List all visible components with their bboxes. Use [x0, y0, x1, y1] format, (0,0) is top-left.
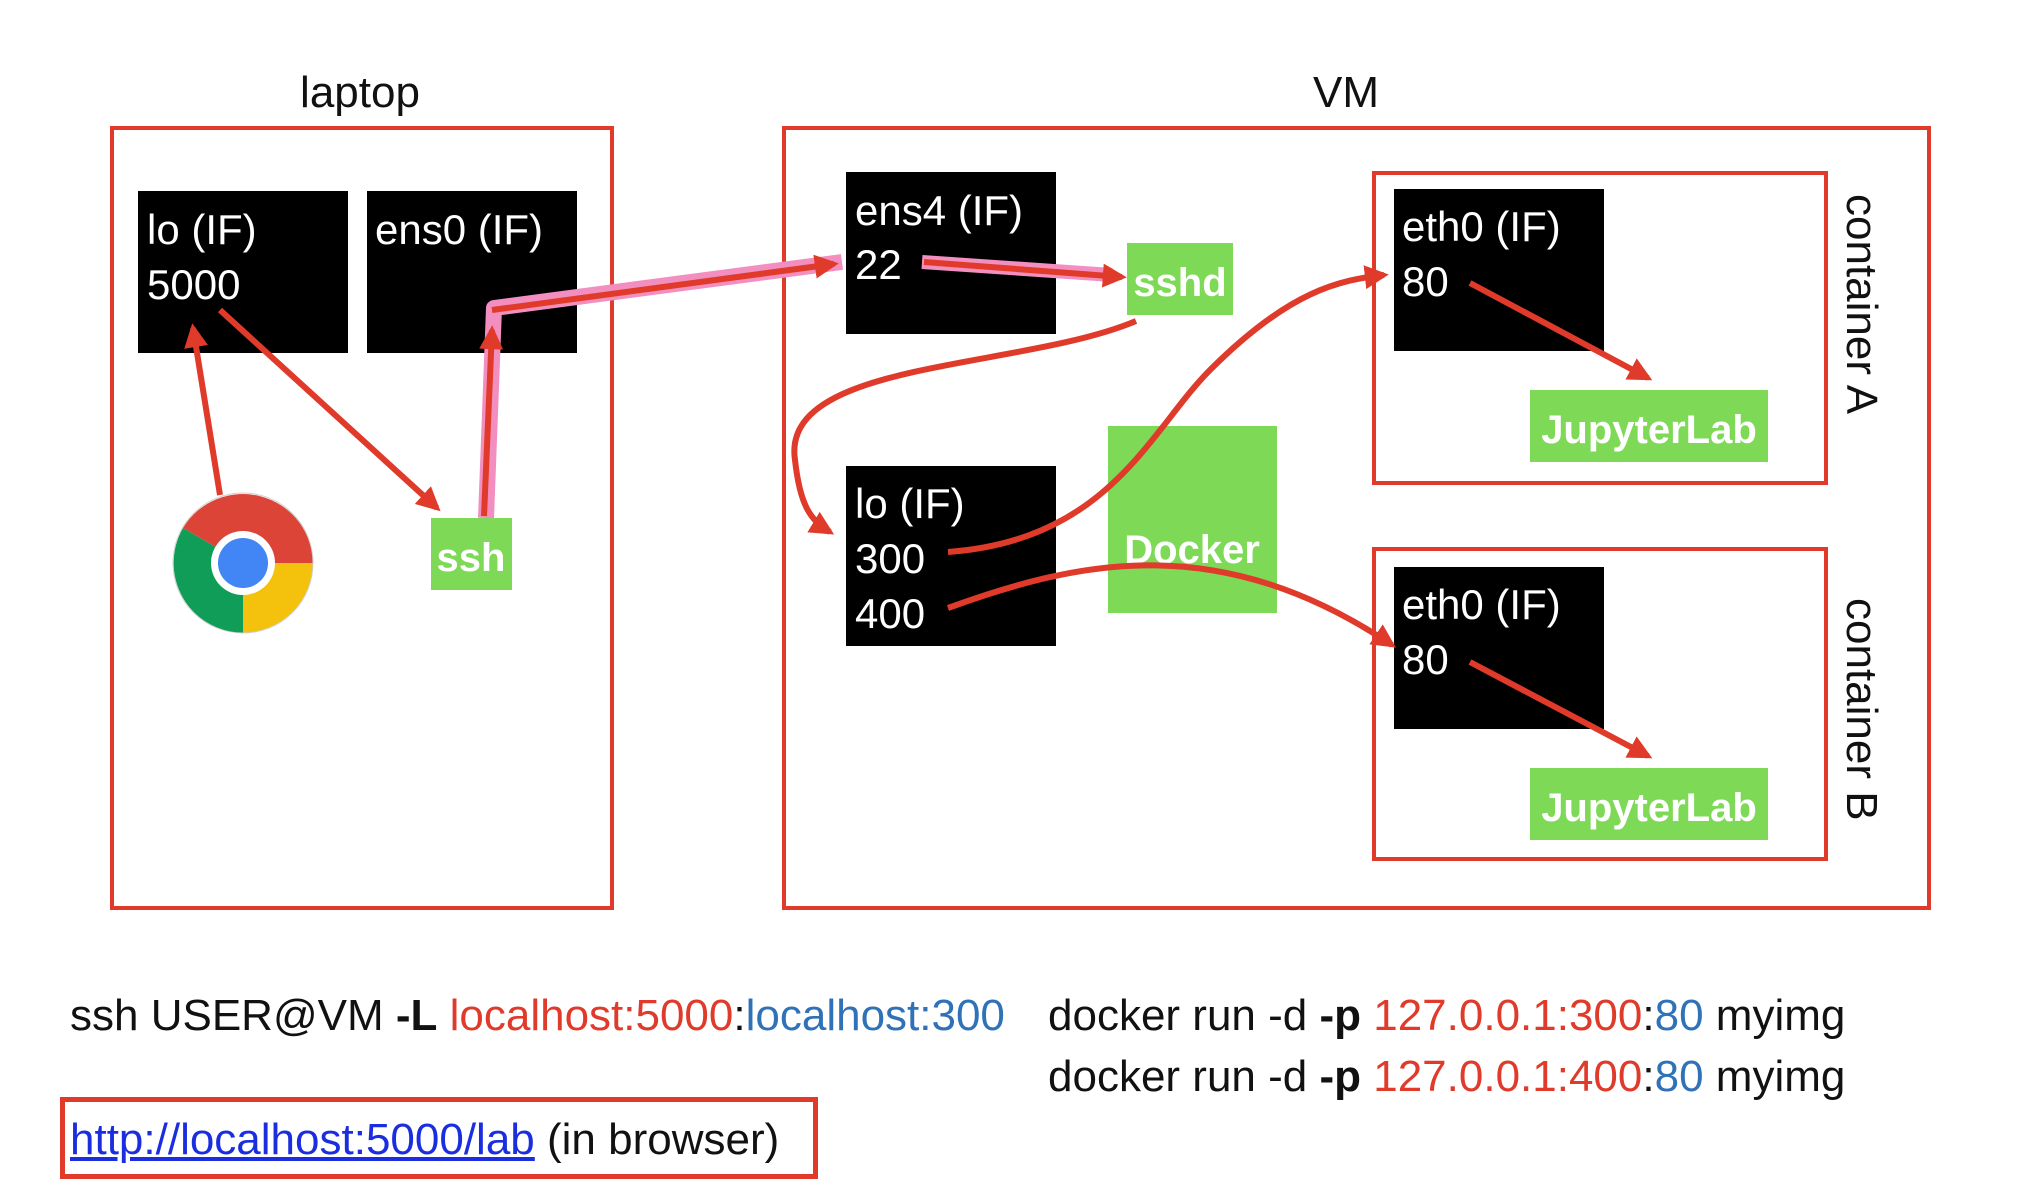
ssh-client: ssh — [431, 518, 512, 590]
docker-command-a-sep: : — [1642, 991, 1655, 1040]
ssh-command-sep: : — [733, 991, 746, 1040]
vm-lo-label: lo (IF) — [855, 480, 965, 527]
container-a-eth0-label: eth0 (IF) — [1402, 203, 1561, 250]
arrow-eth0b-to-jupyterlab — [1468, 659, 1653, 759]
arrow-chrome-to-lo — [184, 323, 223, 496]
vm-lo-port-300: 300 — [855, 535, 925, 582]
docker-command-a-port: 80 — [1654, 991, 1704, 1040]
container-b-title: container B — [1837, 598, 1886, 821]
docker-command-a: docker run -d -p 127.0.0.1:300:80 myimg — [1048, 994, 1845, 1038]
arrow-ens0-to-ens4 — [491, 254, 839, 313]
vm-ens4-label: ens4 (IF) — [855, 187, 1023, 234]
vm-ens4-interface: ens4 (IF) 22 — [846, 172, 1056, 334]
container-b-eth0-port: 80 — [1402, 636, 1449, 683]
ssh-command: ssh USER@VM -L localhost:5000:localhost:… — [70, 994, 1005, 1038]
browser-url-link[interactable]: http://localhost:5000/lab — [70, 1115, 535, 1164]
browser-url-line: http://localhost:5000/lab (in browser) — [70, 1115, 779, 1165]
container-b-eth0-label: eth0 (IF) — [1402, 581, 1561, 628]
vm-box — [782, 126, 1931, 910]
arrow-ens4-to-sshd — [923, 259, 1127, 288]
ssh-command-flag: -L — [395, 991, 438, 1040]
laptop-lo-label: lo (IF) — [147, 206, 257, 253]
laptop-ens0-label: ens0 (IF) — [375, 206, 543, 253]
laptop-ens0-interface: ens0 (IF) — [367, 191, 577, 353]
vm-lo-interface: lo (IF) 300 400 — [846, 466, 1056, 646]
vm-title: VM — [1313, 68, 1379, 117]
ssh-label: ssh — [437, 536, 506, 580]
docker-command-b-sep: : — [1642, 1052, 1655, 1101]
docker-command-b-flag: -p — [1319, 1052, 1361, 1101]
docker-command-a-flag: -p — [1319, 991, 1361, 1040]
container-a-eth0-interface: eth0 (IF) 80 — [1394, 189, 1604, 351]
arrow-eth0a-to-jupyterlab — [1468, 280, 1653, 381]
container-a-title: container A — [1837, 194, 1886, 415]
sshd-label: sshd — [1133, 261, 1226, 305]
browser-url-box — [60, 1097, 818, 1179]
docker-command-b-host: 127.0.0.1:400 — [1373, 1052, 1643, 1101]
arrow-lo300-to-container-a — [947, 265, 1389, 555]
container-b-box — [1372, 547, 1828, 861]
arrow-ssh-to-ens0 — [479, 325, 504, 517]
ssh-tunnel-highlight — [478, 254, 844, 519]
vm-lo-port-400: 400 — [855, 590, 925, 637]
laptop-title: laptop — [300, 68, 420, 117]
container-b-app-label: JupyterLab — [1541, 786, 1757, 830]
laptop-lo-port: 5000 — [147, 261, 240, 308]
docker-command-a-prefix: docker run -d — [1048, 991, 1320, 1040]
container-b-jupyterlab: JupyterLab — [1530, 768, 1768, 840]
container-a-app-label: JupyterLab — [1541, 408, 1757, 452]
laptop-lo-interface: lo (IF) 5000 — [138, 191, 348, 353]
docker-engine: Docker — [1108, 426, 1277, 613]
ssh-command-prefix: ssh USER@VM — [70, 991, 396, 1040]
container-b-eth0-interface: eth0 (IF) 80 — [1394, 567, 1604, 729]
vm-ens4-port: 22 — [855, 241, 902, 288]
docker-command-a-suffix: myimg — [1703, 991, 1846, 1040]
sshd-server: sshd — [1127, 243, 1233, 315]
ssh-command-local: localhost:5000 — [449, 991, 734, 1040]
arrow-lo400-to-container-b — [946, 562, 1396, 648]
arrow-sshd-to-vm-lo — [791, 318, 1138, 535]
container-a-box — [1372, 171, 1828, 485]
docker-command-b: docker run -d -p 127.0.0.1:400:80 myimg — [1048, 1055, 1845, 1099]
ssh-command-remote: localhost:300 — [745, 991, 1005, 1040]
docker-command-b-prefix: docker run -d — [1048, 1052, 1320, 1101]
browser-url-note: (in browser) — [534, 1115, 780, 1164]
docker-command-b-port: 80 — [1654, 1052, 1704, 1101]
laptop-box — [110, 126, 614, 910]
container-a-jupyterlab: JupyterLab — [1530, 390, 1768, 462]
docker-command-a-host: 127.0.0.1:300 — [1373, 991, 1643, 1040]
arrow-lo-to-ssh — [217, 307, 441, 512]
chrome-icon — [172, 492, 314, 634]
container-a-eth0-port: 80 — [1402, 258, 1449, 305]
docker-command-b-suffix: myimg — [1703, 1052, 1846, 1101]
